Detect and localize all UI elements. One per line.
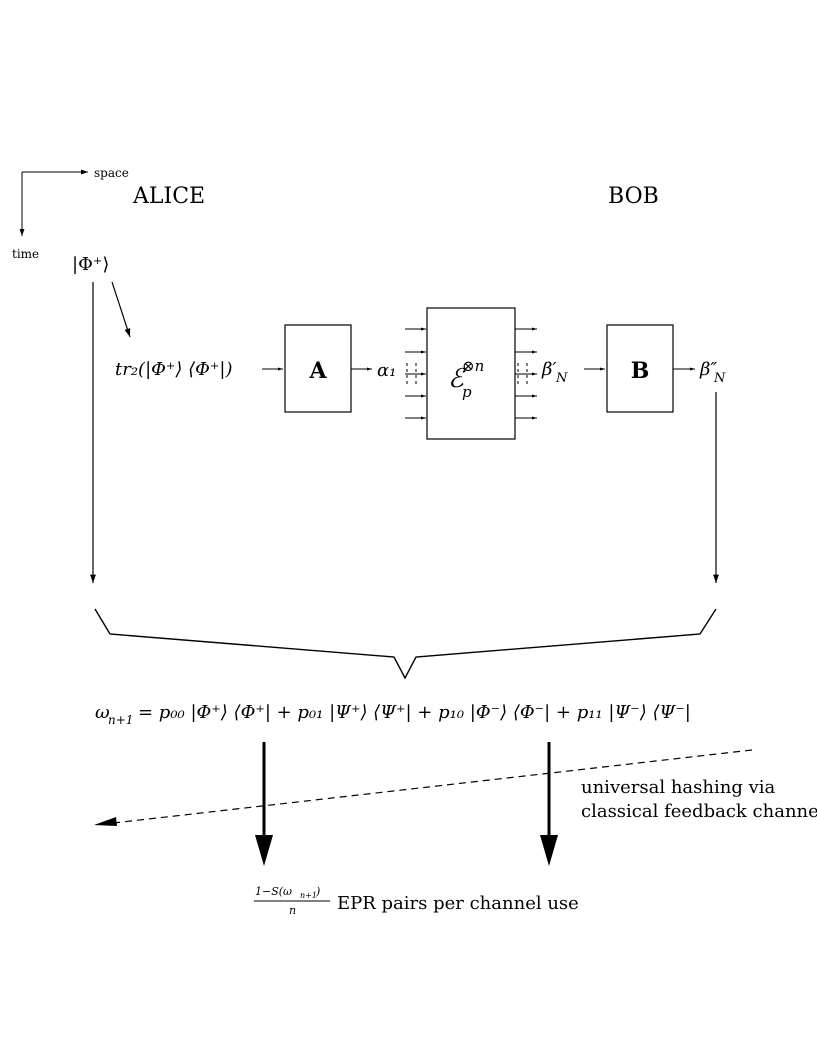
feedback-channel-line	[95, 749, 753, 826]
alice-diagonal-arrow	[111, 281, 131, 338]
channel-outputs	[515, 327, 537, 420]
beta-double-prime-label: β″	[699, 359, 717, 380]
result-state-lhs: ω	[95, 702, 110, 723]
feedback-label-line1: universal hashing via	[581, 777, 775, 798]
joining-brace	[94, 608, 717, 680]
feedback-channel-arrowhead	[94, 817, 117, 826]
result-state-lhs-subscript: n+1	[108, 713, 133, 727]
channel-subscript: p	[462, 383, 472, 401]
feedback-label-line2: classical feedback channel	[581, 801, 817, 822]
hashing-arrow-left-head	[255, 835, 273, 866]
encoder-box	[284, 324, 352, 413]
hashing-arrow-right-head	[540, 835, 558, 866]
initial-state: |Φ⁺⟩	[72, 254, 109, 275]
channel-symbol: ℰ	[448, 364, 466, 394]
channel-superscript: ⊗n	[462, 357, 484, 375]
rate-numerator-close: )	[315, 885, 320, 898]
axes: space time	[12, 166, 129, 261]
channel-box	[426, 307, 516, 440]
rate-text: EPR pairs per channel use	[337, 893, 579, 914]
rate-denominator: n	[289, 904, 296, 917]
decoder-box-label: B	[631, 358, 650, 384]
beta-double-prime-subscript: N	[713, 371, 726, 386]
beta-prime-label: β′	[541, 359, 557, 380]
rate-numerator: 1−S(ω	[255, 885, 292, 898]
result-state-rhs: = p₀₀ |Φ⁺⟩ ⟨Φ⁺| + p₀₁ |Ψ⁺⟩ ⟨Ψ⁺| + p₁₀ |Φ…	[138, 702, 691, 723]
alpha-label: α₁	[377, 360, 396, 381]
beta-prime-subscript: N	[555, 371, 568, 386]
rate-numerator-subscript: n+1	[300, 891, 317, 900]
bob-label: BOB	[608, 184, 659, 209]
time-label: time	[12, 247, 39, 261]
space-label: space	[94, 166, 129, 180]
partial-trace-state: tr₂(|Φ⁺⟩ ⟨Φ⁺|)	[115, 359, 233, 380]
decoder-box	[606, 324, 674, 413]
encoder-box-label: A	[308, 358, 327, 384]
alice-label: ALICE	[132, 184, 205, 209]
channel-inputs	[405, 327, 426, 420]
